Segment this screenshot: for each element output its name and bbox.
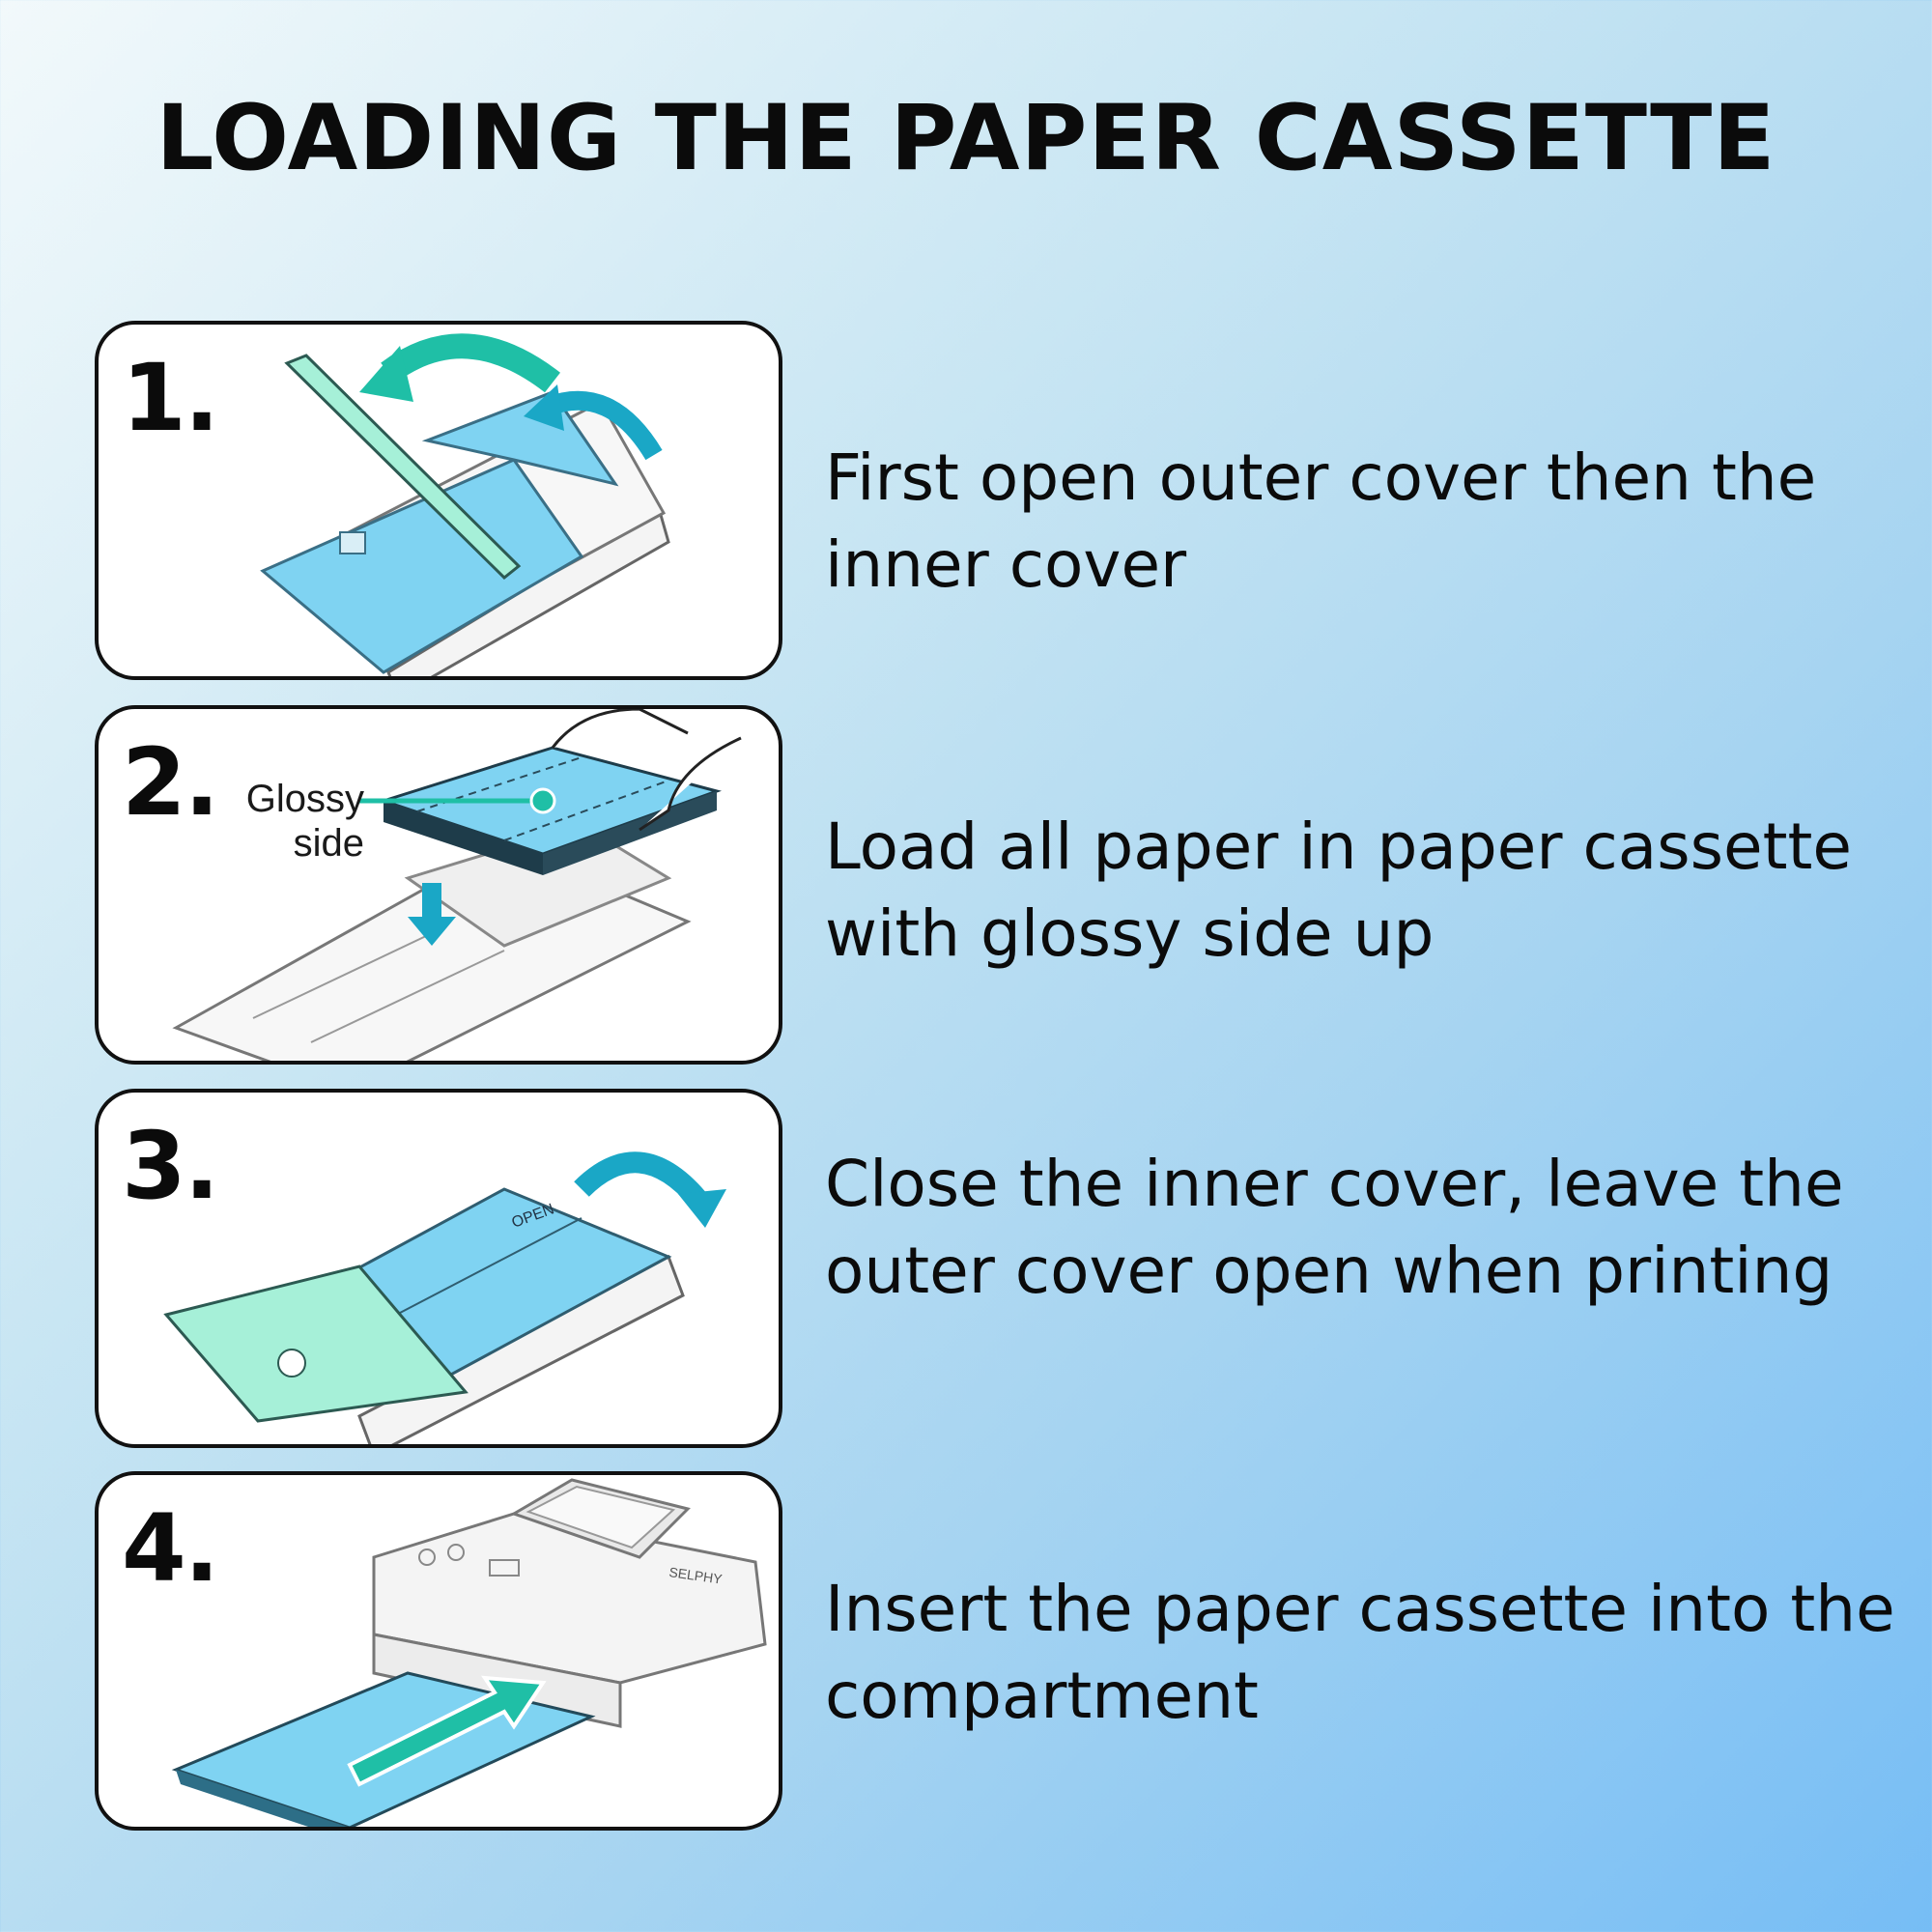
load-paper-illustration bbox=[172, 709, 742, 1061]
step-2-card: 2. Glossy side bbox=[95, 705, 782, 1065]
step-2-number: 2. bbox=[122, 728, 219, 837]
glossy-label-line1: Glossy bbox=[245, 778, 364, 820]
step-4-number: 4. bbox=[122, 1494, 219, 1603]
step-3: OPEN 3. Close the inner cover, leave the… bbox=[95, 1089, 1932, 1450]
glossy-label-line2: side bbox=[293, 822, 364, 865]
step-3-card: OPEN 3. bbox=[95, 1089, 782, 1448]
step-1: 1. First open outer cover then the inner… bbox=[95, 321, 1932, 682]
step-1-card: 1. bbox=[95, 321, 782, 680]
step-2-text: Load all paper in paper cassette with gl… bbox=[825, 810, 1852, 971]
open-covers-illustration bbox=[260, 333, 670, 676]
step-2: 2. Glossy side Load all paper in paper c… bbox=[95, 705, 1932, 1066]
step-3-number: 3. bbox=[122, 1112, 219, 1220]
page-title: LOADING THE PAPER CASSETTE bbox=[156, 86, 1776, 191]
step-1-text: First open outer cover then the inner co… bbox=[825, 440, 1817, 602]
printer-brand-label: SELPHY bbox=[668, 1564, 724, 1587]
step-4-card: SELPHY 4. bbox=[95, 1471, 782, 1831]
step-3-text: Close the inner cover, leave the outer c… bbox=[825, 1147, 1844, 1308]
step-4-text: Insert the paper cassette into the compa… bbox=[825, 1572, 1895, 1733]
close-inner-cover-illustration: OPEN bbox=[163, 1151, 726, 1444]
glossy-side-label: Glossy side bbox=[219, 777, 364, 866]
step-1-number: 1. bbox=[122, 344, 219, 452]
insert-cassette-illustration: SELPHY bbox=[171, 1478, 767, 1827]
step-4: SELPHY 4. Insert the paper cassette into… bbox=[95, 1471, 1932, 1833]
